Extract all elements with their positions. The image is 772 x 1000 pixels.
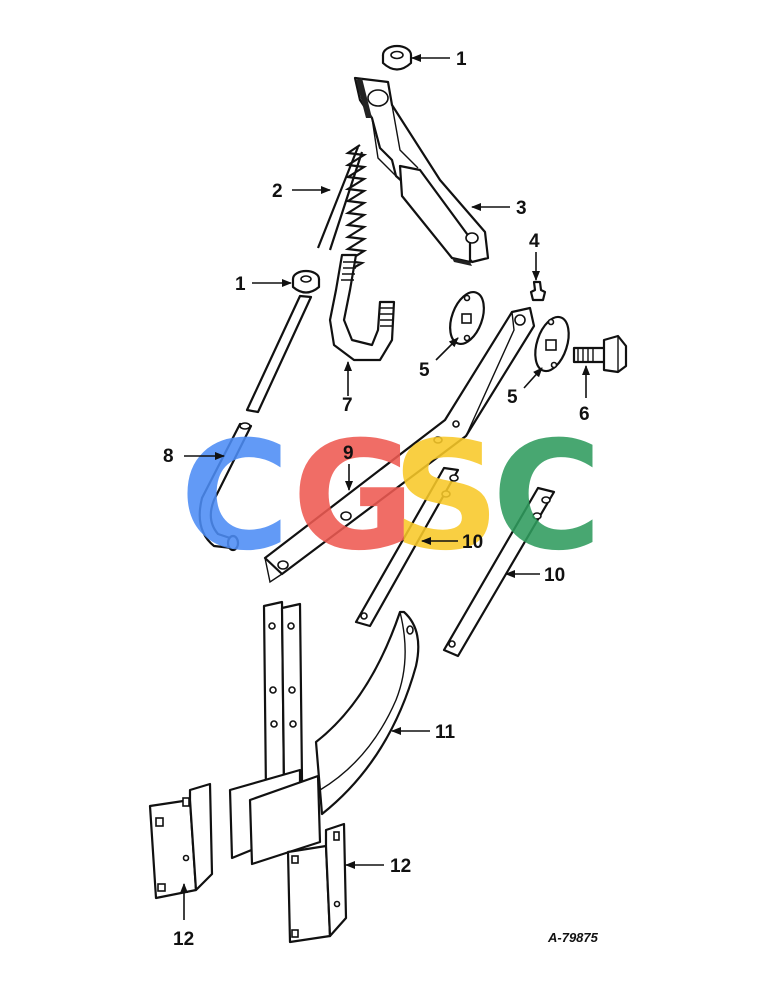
callout-label-10-left: 10 — [462, 532, 483, 553]
callout-label-7: 7 — [342, 395, 353, 416]
callout-label-12-right: 12 — [390, 856, 411, 877]
cgsc-watermark: C G S C — [180, 410, 602, 584]
callout-labels: 1 1 2 3 4 5 5 6 7 8 9 10 10 11 12 12 — [163, 49, 590, 950]
part-10-left-strap — [354, 466, 460, 628]
callout-arrows — [180, 54, 590, 920]
part-12-right-clamp — [286, 822, 348, 944]
watermark-letter-s-yellow: S — [392, 410, 500, 584]
callout-label-4: 4 — [529, 231, 540, 252]
figure-id: A-79875 — [547, 930, 599, 945]
part-2-coil-spring — [316, 144, 368, 272]
watermark-letter-c-green: C — [492, 410, 602, 584]
callout-label-1-middle: 1 — [235, 274, 246, 295]
watermark-letter-c-blue: C — [180, 410, 290, 584]
part-9-main-beam — [263, 306, 536, 584]
callout-label-8: 8 — [163, 446, 174, 467]
callout-label-5-left: 5 — [419, 360, 430, 381]
part-1-top-bushing — [381, 44, 413, 71]
part-12-left-clamp — [148, 782, 214, 900]
part-11-sweep-blade — [314, 610, 420, 816]
callout-label-12-left: 12 — [173, 929, 194, 950]
part-5-right-plate — [534, 315, 570, 373]
callout-label-2: 2 — [272, 181, 283, 202]
part-4-grease-fitting — [529, 280, 547, 302]
part-3-arm-bracket — [353, 76, 490, 266]
arrow-5-left — [435, 337, 459, 361]
part-1-lower-bushing — [291, 269, 321, 294]
part-6-bolt — [572, 334, 628, 374]
callout-label-11: 11 — [435, 722, 456, 743]
arrow-5-right — [523, 367, 543, 389]
callout-label-6: 6 — [579, 404, 590, 425]
callout-label-5-right: 5 — [507, 387, 518, 408]
callout-label-10-right: 10 — [544, 565, 565, 586]
watermark-letter-g-red: G — [292, 410, 415, 584]
part-5-left-plate — [449, 291, 485, 345]
callout-label-1-top: 1 — [456, 49, 467, 70]
callout-label-9: 9 — [343, 443, 354, 464]
callout-label-3: 3 — [516, 198, 527, 219]
part-7-u-bolt — [328, 253, 396, 362]
part-10-right-strap — [442, 486, 556, 658]
part-8-rod — [198, 294, 313, 552]
shank-assembly — [228, 600, 322, 866]
